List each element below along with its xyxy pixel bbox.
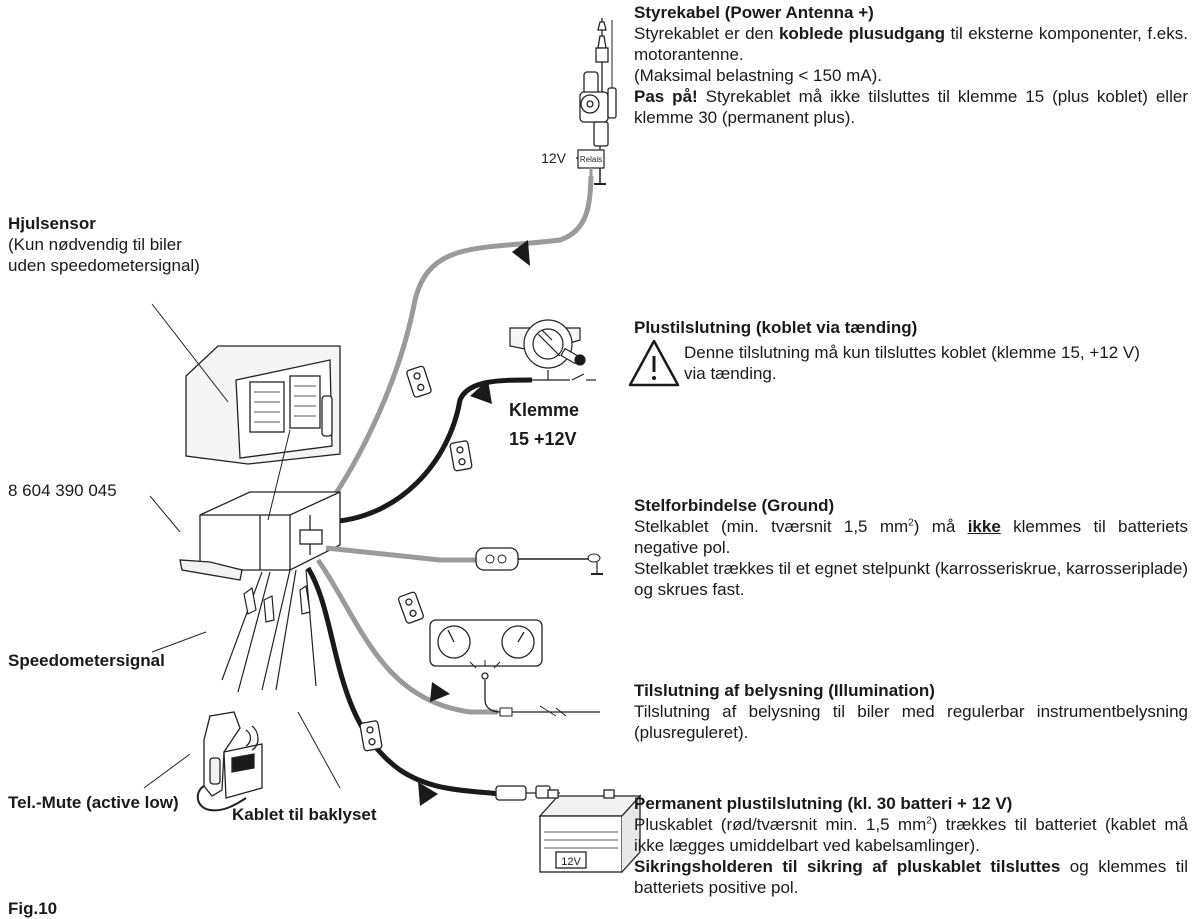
antenna-cable	[323, 175, 594, 510]
warning-triangle-icon	[628, 339, 680, 387]
ignition-plus-title: Plustilslutning (koblet via tænding)	[634, 318, 918, 337]
permanent-plus-arrow	[418, 782, 438, 806]
instrument-cluster-icon	[429, 619, 543, 680]
section-power-antenna: Styrekabel (Power Antenna +) Styrekablet…	[634, 2, 1188, 128]
terminal15-cable	[325, 377, 533, 525]
terminal15-label-line1: Klemme	[509, 400, 580, 420]
ignition-plus-text: Denne tilslutning må kun tilsluttes kobl…	[684, 343, 1140, 383]
ground-p1: Stelkablet (min. tværsnit 1,5 mm2) må ik…	[634, 517, 1188, 557]
wheel-sensor-title: Hjulsensor	[8, 214, 96, 233]
illumination-text: Tilslutning af belysning til biler med r…	[634, 702, 1188, 742]
battery-label: 12V	[561, 856, 581, 868]
part-number: 8 604 390 045	[8, 481, 117, 500]
power-antenna-p1: Styrekablet er den koblede plusudgang ti…	[634, 24, 1188, 64]
section-ignition-plus: Plustilslutning (koblet via tænding)	[634, 317, 1188, 338]
section-ground: Stelforbindelse (Ground) Stelkablet (min…	[634, 495, 1188, 600]
signal-wires	[221, 569, 317, 693]
ground-p2: Stelkablet trækkes til et egnet stelpunk…	[634, 559, 1188, 599]
relay-voltage-label: 12V	[541, 150, 567, 166]
illumination-arrow	[430, 682, 450, 702]
terminal15-arrow	[470, 380, 492, 404]
speedometer-signal-label: Speedometersignal	[8, 651, 165, 670]
permanent-plus-p2: Sikringsholderen til sikring af pluskabl…	[634, 857, 1189, 897]
ground-title: Stelforbindelse (Ground)	[634, 496, 835, 515]
permanent-plus-cable	[305, 566, 501, 797]
relay-icon: Relais	[576, 149, 606, 185]
reverse-light-cable-label: Kablet til baklyset	[232, 805, 377, 824]
telephone-icon	[196, 711, 263, 812]
ground-cable	[325, 545, 476, 563]
power-antenna-p2: (Maksimal belastning < 150 mA).	[634, 66, 883, 85]
relay-label: Relais	[580, 155, 602, 164]
tel-mute-label: Tel.-Mute (active low)	[8, 793, 179, 812]
connector-box	[179, 491, 341, 581]
power-antenna-title: Styrekabel (Power Antenna +)	[634, 3, 874, 22]
illumination-title: Tilslutning af belysning (Illumination)	[634, 681, 935, 700]
fuse-holder-icon	[495, 785, 560, 801]
terminal15-label-line2: 15 +12V	[509, 429, 577, 449]
permanent-plus-title: Permanent plustilslutning (kl. 30 batter…	[634, 794, 1013, 813]
battery-icon	[538, 789, 642, 873]
permanent-plus-p1: Pluskablet (rød/tværsnit min. 1,5 mm2) t…	[634, 815, 1188, 855]
wheel-sensor-note-line2: uden speedometersignal)	[8, 256, 200, 275]
power-antenna-icon	[579, 18, 617, 150]
antenna-cable-arrow	[512, 240, 530, 266]
iso-connector-icon	[185, 345, 341, 465]
illumination-cable	[315, 558, 498, 715]
section-illumination: Tilslutning af belysning (Illumination) …	[634, 680, 1188, 743]
wheel-sensor-note-line1: (Kun nødvendig til biler	[8, 235, 182, 254]
power-antenna-p3: Pas på! Styrekablet må ikke tilsluttes t…	[634, 87, 1188, 127]
section-permanent-plus: Permanent plustilslutning (kl. 30 batter…	[634, 793, 1188, 898]
figure-label: Fig.10	[8, 899, 58, 918]
cable-plugs	[359, 365, 473, 752]
ignition-switch-icon	[509, 319, 586, 380]
